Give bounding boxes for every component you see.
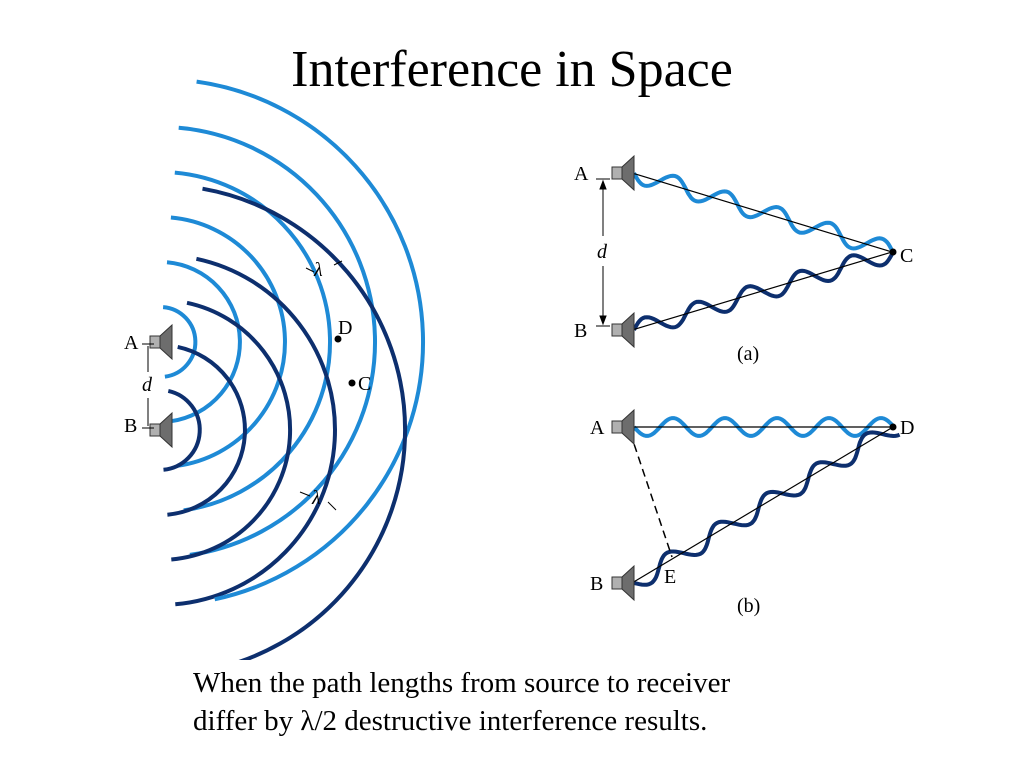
point-c-dot — [889, 248, 897, 256]
left-wavefronts — [162, 79, 426, 660]
path-a-to-c — [631, 172, 893, 253]
left-label-point-c: C — [358, 373, 371, 395]
panel-a-label-a: A — [574, 163, 589, 185]
wave-from-b — [632, 249, 896, 331]
speaker-icon — [611, 155, 635, 191]
slide-title: Interference in Space — [291, 41, 733, 98]
wavefront-arc — [196, 79, 426, 602]
left-label-b: B — [124, 415, 137, 437]
wavefront-arc — [171, 300, 293, 562]
panel-b: A B D E (b) — [590, 409, 914, 617]
panel-a-label-c: C — [900, 245, 913, 267]
path-difference-line — [629, 431, 673, 558]
wavelength-label-bottom: λ — [311, 487, 321, 509]
panel-b-speaker-b — [611, 565, 635, 601]
speaker-icon — [149, 412, 173, 448]
wavelength-marker-bottom — [299, 491, 337, 511]
wave-from-b — [633, 430, 901, 587]
caption-line-1: When the path lengths from source to rec… — [193, 667, 731, 699]
panel-b-caption: (b) — [737, 595, 760, 617]
speaker-icon — [611, 565, 635, 601]
wavefront-arc — [174, 170, 332, 513]
wavelength-label-top: λ — [313, 259, 323, 281]
panel-a-label-b: B — [574, 320, 587, 342]
speaker-icon — [149, 324, 173, 360]
caption-line-2: differ by λ/2 destructive interference r… — [193, 705, 708, 737]
left-separation-marker — [142, 343, 154, 429]
wavefront-arc — [163, 388, 202, 472]
panel-b-label-b: B — [590, 573, 603, 595]
path-b-to-d — [631, 426, 894, 584]
speaker-icon — [611, 312, 635, 348]
wavefront-arc — [202, 186, 407, 660]
wavefront-arc — [178, 125, 377, 557]
point-d-dot — [334, 335, 342, 343]
left-label-d: d — [142, 374, 153, 396]
panel-a-speaker-b — [611, 312, 635, 348]
slide-caption: When the path lengths from source to rec… — [193, 664, 893, 740]
point-d-dot — [889, 423, 897, 431]
left-speaker-b — [149, 412, 173, 448]
interference-diagram: A B d D C λ λ A B d — [124, 79, 914, 660]
panel-a-speaker-a — [611, 155, 635, 191]
panel-a-caption: (a) — [737, 343, 759, 365]
wave-from-a — [632, 172, 896, 255]
panel-b-label-a: A — [590, 417, 605, 439]
path-b-to-c — [631, 251, 893, 331]
wavelength-marker-top — [305, 260, 343, 273]
panel-b-label-e: E — [664, 566, 676, 588]
speaker-icon — [611, 409, 635, 445]
wavefront-arc — [170, 215, 287, 468]
wavefront-arc — [166, 260, 242, 424]
panel-a-separation-marker — [596, 178, 610, 327]
wavefront-arc — [167, 344, 247, 517]
panel-b-label-d: D — [900, 417, 914, 439]
left-label-point-d: D — [338, 317, 352, 339]
panel-a: A B d C (a) — [574, 155, 913, 365]
wavefront-arc — [175, 256, 337, 607]
panel-a-label-d: d — [597, 241, 608, 263]
wavefront-arc — [162, 305, 198, 379]
left-speaker-a — [149, 324, 173, 360]
point-c-dot — [348, 379, 356, 387]
panel-b-speaker-a — [611, 409, 635, 445]
left-label-a: A — [124, 332, 139, 354]
